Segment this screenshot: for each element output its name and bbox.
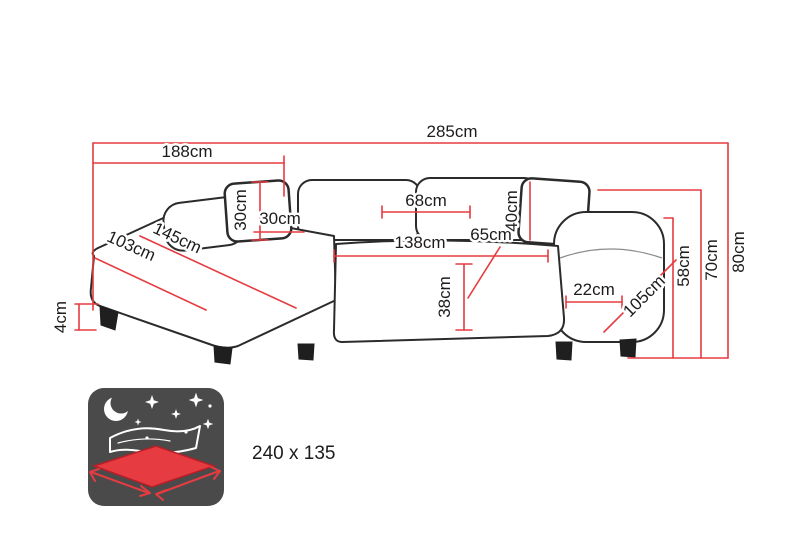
- dim-label-back-cushion-width: 68cm: [405, 191, 447, 210]
- sofa-leg: [555, 341, 573, 361]
- star-dot-icon: [208, 404, 212, 408]
- blanket-fold-line: [117, 438, 171, 444]
- seat-section: [332, 239, 566, 343]
- dim-line-chaise-length: [139, 235, 297, 309]
- moon-icon-mask: [110, 392, 132, 414]
- length-arrow-head: [139, 485, 151, 497]
- length-arrow-head: [89, 468, 100, 482]
- back-cushion-left: [297, 179, 421, 241]
- armrest-right-seam: [559, 248, 663, 259]
- sofa-illustration: [89, 177, 665, 365]
- dim-label-cushion-width: 30cm: [259, 209, 301, 228]
- sleeping-size-label: 240 x 135: [252, 443, 335, 464]
- sofa-leg: [297, 343, 315, 361]
- dim-label-armrest-width: 22cm: [573, 280, 615, 299]
- width-arrow-head: [155, 489, 167, 501]
- dim-label-seat-height: 38cm: [435, 276, 454, 318]
- dim-line-seat-depth: [467, 246, 501, 299]
- length-arrow-icon: [90, 471, 150, 494]
- sleeping-function-icon: [88, 388, 224, 506]
- dim-label-total-height: 80cm: [729, 231, 748, 273]
- blanket-icon: [109, 425, 201, 454]
- width-arrow-head: [210, 466, 221, 480]
- dim-label-back-cushion-height: 40cm: [502, 190, 521, 232]
- mattress-icon: [91, 445, 217, 488]
- width-arrow-icon: [156, 470, 220, 495]
- dim-label-seat-width: 138cm: [394, 233, 445, 252]
- dimension-annotations: [74, 142, 729, 359]
- dim-label-total-width: 285cm: [426, 122, 477, 141]
- sofa-leg: [99, 305, 119, 331]
- sofa-leg: [619, 338, 637, 358]
- dim-label-leg-height: 4cm: [51, 301, 70, 333]
- dim-label-seat-depth: 65cm: [470, 225, 512, 244]
- dim-line-chaise-depth: [94, 257, 207, 311]
- sofa-leg: [213, 345, 233, 365]
- dim-label-armrest-height: 58cm: [674, 245, 693, 287]
- dim-label-cushion-height: 30cm: [231, 189, 250, 231]
- dim-label-backrest-height: 70cm: [702, 239, 721, 281]
- dim-label-left-section-width: 188cm: [161, 142, 212, 161]
- dim-line-sofa-depth: [603, 259, 677, 333]
- armrest-right: [553, 211, 665, 343]
- mattress-arrows: [89, 466, 221, 501]
